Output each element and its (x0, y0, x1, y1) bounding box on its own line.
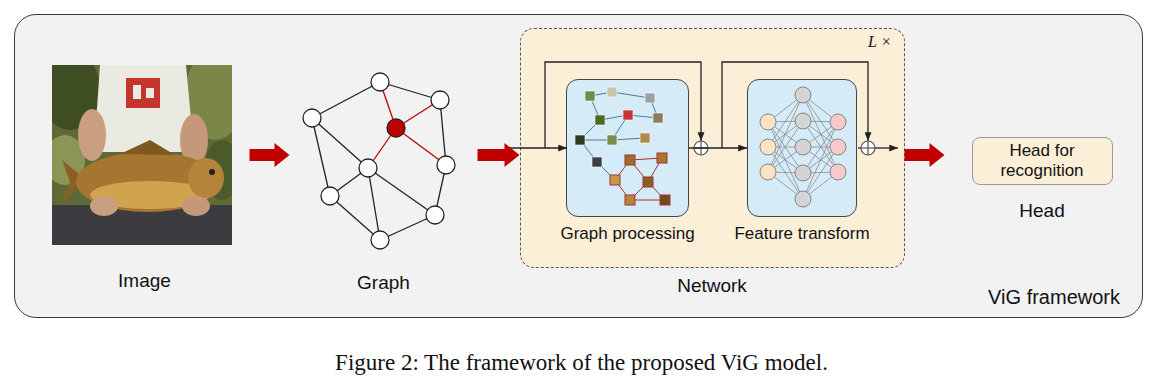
framework-panel: ImageGraphGraph processingFeature transf… (14, 14, 1143, 318)
add-symbol (694, 141, 875, 155)
graph-figure (303, 73, 455, 249)
box-label: Feature transform (688, 224, 916, 244)
framework-title-slot: ViG framework (988, 286, 1120, 309)
graph-panel: Graph (290, 66, 478, 302)
image-label: Image (40, 270, 250, 292)
repeat-label-slot: L × (868, 33, 891, 51)
image-label-slot: Image (40, 270, 250, 292)
patch-graph (575, 87, 670, 205)
network-label-slot: Network (521, 275, 904, 297)
box-label: Graph processing (507, 224, 748, 244)
flow-arrow (905, 143, 945, 167)
graph-label-slot: Graph (290, 272, 478, 294)
head-label: Head (972, 200, 1113, 222)
network-region: Graph processingFeature transformL ×Netw… (520, 28, 905, 268)
residual-wiring (507, 62, 898, 148)
head-label-slot: Head (972, 200, 1113, 222)
flow-arrow (478, 143, 520, 167)
head-box-slot: Head for recognition (972, 137, 1113, 186)
figure-caption: Figure 2: The framework of the proposed … (0, 350, 1163, 376)
network-label: Network (521, 275, 904, 297)
graph-processing-box: Graph processing (566, 79, 689, 217)
caption-slot: Figure 2: The framework of the proposed … (0, 350, 1163, 376)
head-box: Head for recognition (981, 141, 1104, 182)
mlp-figure (760, 87, 846, 207)
graph-label: Graph (290, 272, 478, 294)
flow-arrow (250, 143, 290, 167)
repeat-label: L × (868, 33, 891, 51)
image-panel: Image (40, 58, 250, 302)
connector-arrow (689, 147, 747, 148)
head-block: Head for recognitionHead (945, 128, 1135, 228)
framework-title: ViG framework (988, 286, 1120, 309)
box-label-slot: Feature transform (688, 224, 916, 244)
photo (52, 65, 232, 245)
feature-transform-box: Feature transform (747, 79, 857, 217)
box-label-slot: Graph processing (507, 224, 748, 244)
